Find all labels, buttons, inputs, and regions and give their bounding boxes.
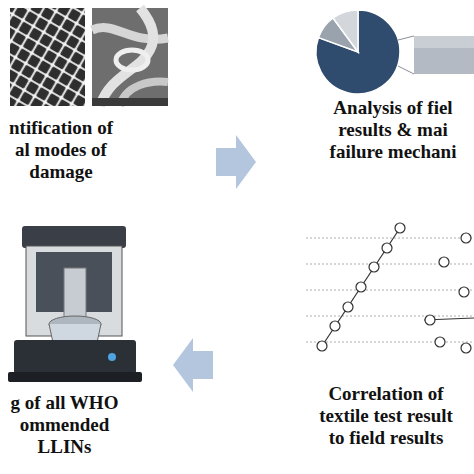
step-panel: Correlation of textile test result to fi… xyxy=(314,383,458,449)
block-arrow xyxy=(173,338,213,392)
step-panel: Analysis of fiel results & mai failure m… xyxy=(318,97,468,163)
net-photo xyxy=(10,8,85,106)
step-panel: g of all WHO ommended LLINs xyxy=(2,392,127,458)
step-panel: ntification of al modes of damage xyxy=(4,117,118,183)
step-caption: Correlation of textile test result to fi… xyxy=(314,383,458,449)
test-instrument xyxy=(8,226,142,382)
pie-chart xyxy=(316,10,474,94)
step-caption: g of all WHO ommended LLINs xyxy=(2,392,127,458)
scatter-plot xyxy=(306,223,474,353)
block-arrow xyxy=(216,135,256,189)
step-caption: Analysis of fiel results & mai failure m… xyxy=(318,97,468,163)
step-caption: ntification of al modes of damage xyxy=(4,117,118,183)
sem-image xyxy=(92,8,168,106)
